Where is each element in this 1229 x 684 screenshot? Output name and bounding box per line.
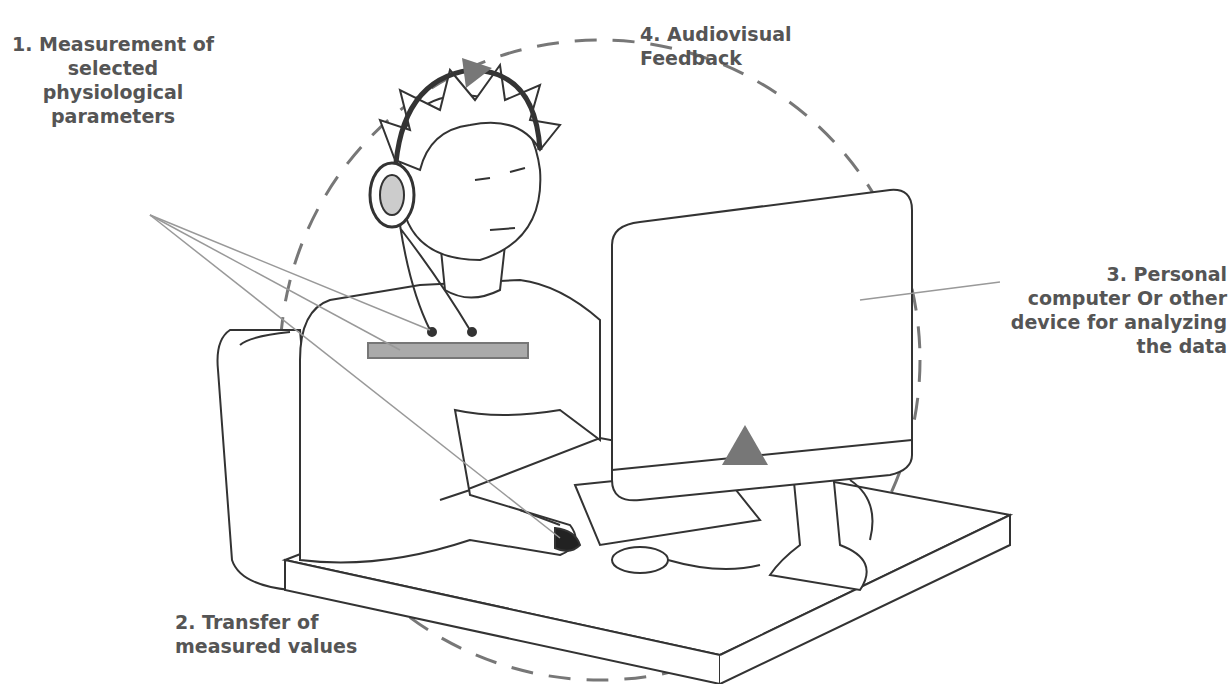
computer [575, 190, 912, 590]
leader-line [150, 215, 400, 350]
eyes [475, 168, 525, 180]
mouse [612, 547, 668, 573]
headphone-cup [370, 163, 414, 227]
desk-side [720, 515, 1010, 684]
monitor [612, 190, 912, 501]
leader-line [860, 282, 1000, 300]
loop-arrows [462, 58, 768, 465]
callout-label: 4. Audiovisual Feedback [640, 22, 830, 70]
headphone-pad [380, 175, 404, 215]
person [300, 65, 600, 563]
leader-line [150, 215, 430, 330]
torso [300, 280, 600, 563]
mouse-cable [668, 560, 760, 569]
hand-sensor [555, 528, 580, 551]
leader-lines [150, 215, 1000, 538]
callout-label: 3. Personal computer Or other device for… [1005, 262, 1227, 358]
arm-fold [440, 490, 560, 525]
leader-line [150, 215, 560, 538]
electrode [468, 328, 476, 336]
arrow-head [462, 58, 492, 88]
callout-label: 2. Transfer of measured values [175, 610, 375, 658]
sensor-wires [400, 225, 470, 330]
chair-edge [240, 332, 290, 345]
callout-label: 1. Measurement of selected physiological… [8, 32, 218, 128]
mouth [490, 228, 515, 230]
arrow-head [722, 425, 768, 465]
desk-front [285, 560, 720, 684]
monitor-cable [850, 480, 873, 540]
